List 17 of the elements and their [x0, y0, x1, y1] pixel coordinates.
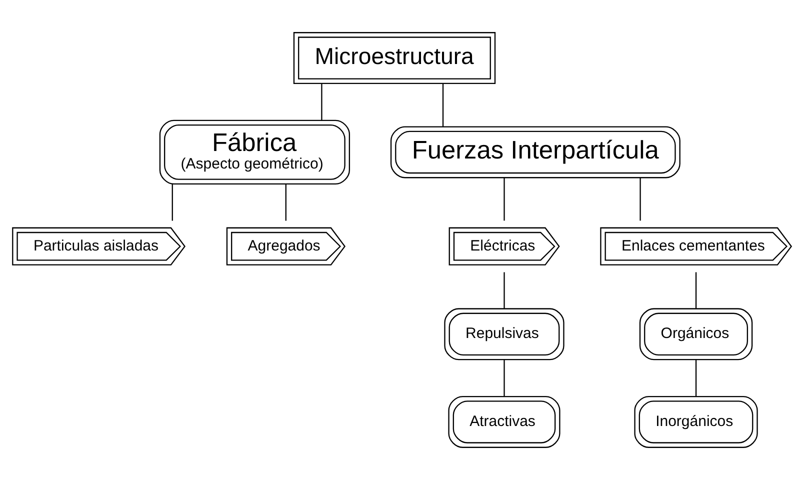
connector	[504, 177, 505, 220]
connector	[695, 360, 697, 396]
connector	[504, 272, 505, 308]
connector	[321, 83, 322, 120]
node-box: Repulsivas	[444, 308, 564, 360]
node-box: Microestructura	[293, 32, 496, 84]
connector	[695, 272, 697, 308]
connector	[442, 83, 444, 126]
connector	[285, 184, 286, 220]
connector	[172, 184, 173, 220]
node-box: Atractivas	[448, 395, 560, 448]
connector	[640, 177, 641, 220]
connector	[504, 360, 505, 396]
node-box: Inorgánicos	[634, 395, 758, 448]
node-box: Orgánicos	[639, 308, 753, 360]
node-box: Fuerzas Interpartícula	[390, 126, 680, 178]
node-box: Fábrica (Aspecto geométrico)	[159, 119, 350, 184]
